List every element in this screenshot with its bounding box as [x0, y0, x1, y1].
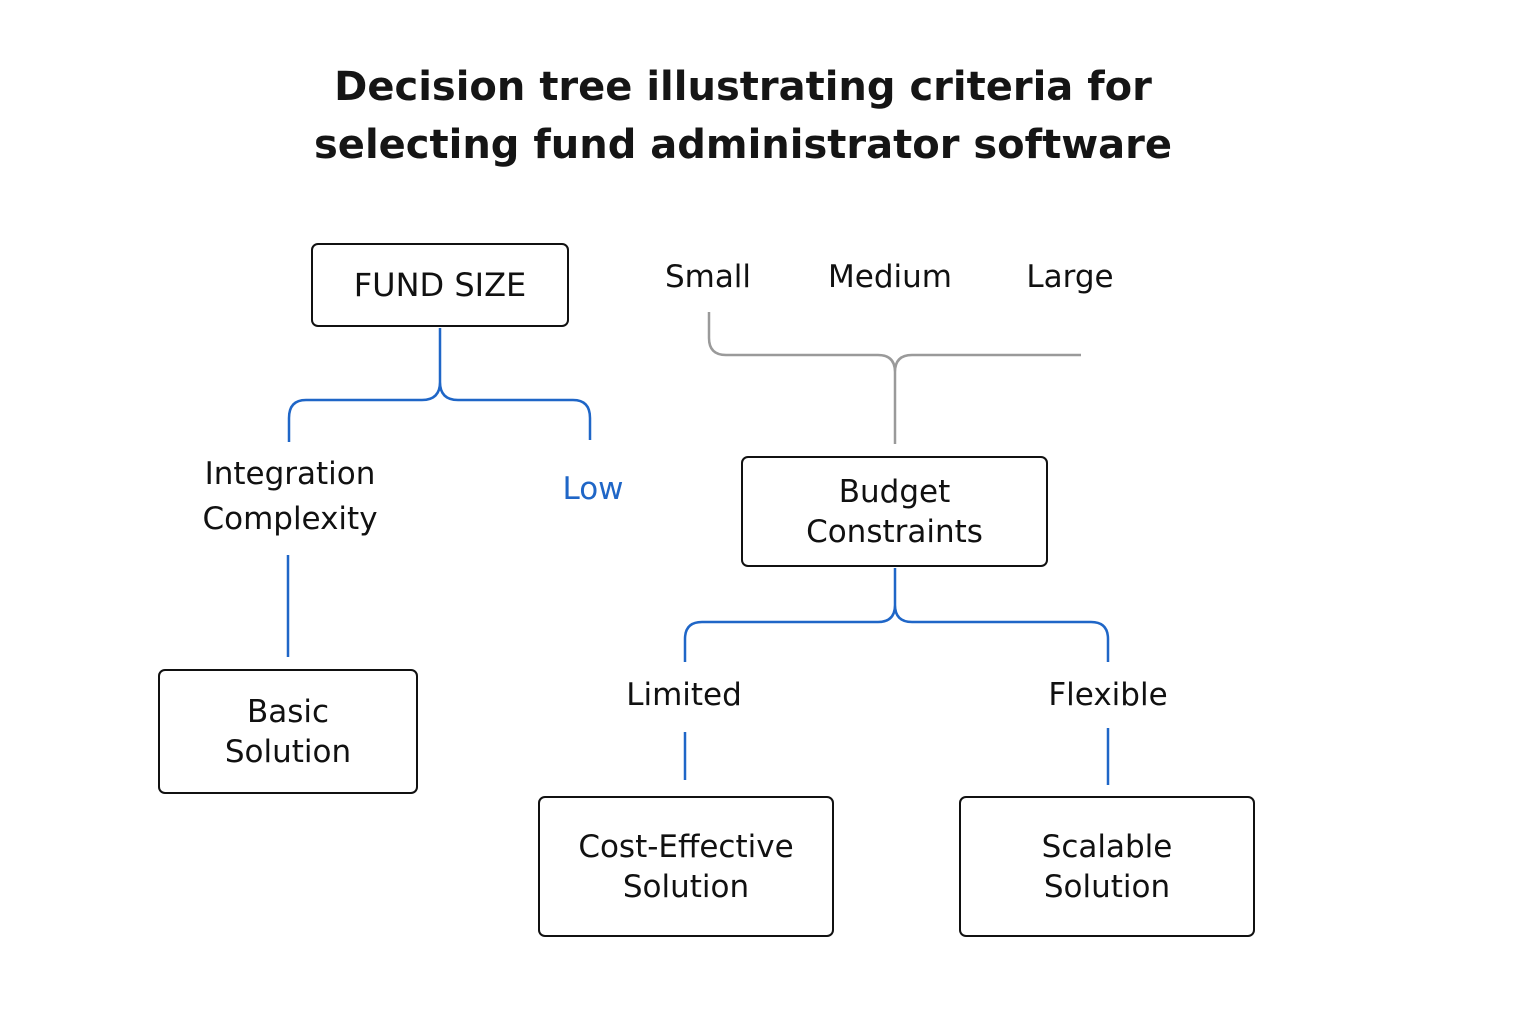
title-line-1: Decision tree illustrating criteria for	[334, 64, 1152, 110]
edge-label-medium: Medium	[828, 259, 952, 295]
node-budget-constraints: Budget Constraints	[741, 456, 1048, 567]
edge-label-integration-complexity: Integration Complexity	[202, 456, 378, 537]
edge-label-limited: Limited	[626, 677, 742, 713]
connector-budget-branch	[683, 568, 1110, 662]
edge-label-small: Small	[664, 259, 752, 295]
node-cost-effective-solution-text: Cost-Effective Solution	[578, 828, 794, 905]
connector-size-options	[707, 312, 1081, 444]
node-fund-size-text: FUND SIZE	[353, 266, 527, 304]
title-line-2: selecting fund administrator software	[314, 122, 1172, 168]
connector-fund-size-branch	[287, 328, 592, 442]
diagram-title: Decision tree illustrating criteria for …	[0, 58, 1486, 174]
node-budget-constraints-text: Budget Constraints	[806, 473, 983, 550]
edge-label-low: Low	[562, 471, 624, 507]
node-basic-solution-text: Basic Solution	[224, 693, 352, 770]
node-scalable-solution-text: Scalable Solution	[1041, 828, 1173, 905]
edge-label-large: Large	[1026, 259, 1114, 295]
node-basic-solution: Basic Solution	[158, 669, 418, 794]
node-scalable-solution: Scalable Solution	[959, 796, 1255, 937]
node-cost-effective-solution: Cost-Effective Solution	[538, 796, 834, 937]
edge-label-flexible: Flexible	[1048, 677, 1168, 713]
node-fund-size: FUND SIZE	[311, 243, 569, 327]
